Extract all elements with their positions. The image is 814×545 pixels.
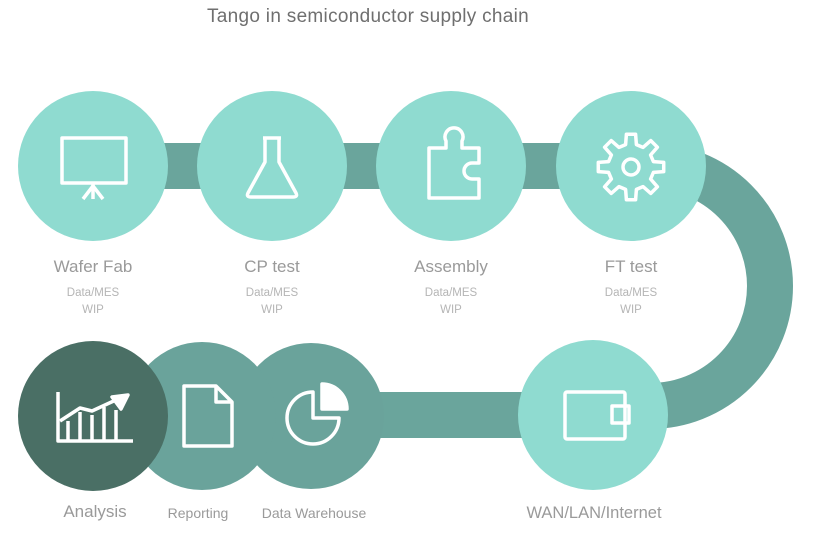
reporting-label: Reporting xyxy=(167,505,229,521)
pie-chart-icon xyxy=(285,382,349,446)
step-wafer-fab xyxy=(18,91,168,241)
step-cp-test xyxy=(197,91,347,241)
data-warehouse-label: Data Warehouse xyxy=(261,505,367,521)
ft-test-sub1: Data/MES xyxy=(604,287,658,299)
reporting-circle xyxy=(128,342,276,490)
wan-lan-internet-label: WAN/LAN/Internet xyxy=(526,504,662,522)
diagram-title: Tango in semiconductor supply chain xyxy=(206,6,530,27)
ft-test-sub2: WIP xyxy=(620,304,642,316)
document-icon xyxy=(182,384,234,448)
assembly-circle xyxy=(376,91,526,241)
bar-chart-trend-icon xyxy=(56,392,133,443)
flask-icon xyxy=(245,136,299,199)
presentation-board-icon xyxy=(60,136,128,201)
step-assembly xyxy=(376,91,526,241)
step-analysis xyxy=(18,341,168,491)
data-warehouse-circle xyxy=(238,343,384,489)
wafer-fab-sub1: Data/MES xyxy=(66,287,120,299)
wallet-icon xyxy=(563,390,631,441)
cp-test-label: CP test xyxy=(244,257,300,276)
assembly-sub1: Data/MES xyxy=(424,287,478,299)
cp-test-sub1: Data/MES xyxy=(245,287,299,299)
assembly-sub2: WIP xyxy=(440,304,462,316)
ft-test-circle xyxy=(556,91,706,241)
wafer-fab-sub2: WIP xyxy=(82,304,104,316)
step-ft-test xyxy=(556,91,706,241)
cp-test-sub2: WIP xyxy=(261,304,283,316)
step-reporting xyxy=(128,342,276,490)
wafer-fab-circle xyxy=(18,91,168,241)
ft-test-label: FT test xyxy=(604,257,658,276)
wafer-fab-label: Wafer Fab xyxy=(53,257,133,276)
wan-circle xyxy=(518,340,668,490)
puzzle-piece-icon xyxy=(427,126,481,200)
step-data-warehouse xyxy=(238,343,384,489)
analysis-label: Analysis xyxy=(63,502,127,521)
step-wan-lan-internet xyxy=(518,340,668,490)
gear-icon xyxy=(596,132,666,202)
assembly-label: Assembly xyxy=(414,257,488,276)
cp-test-circle xyxy=(197,91,347,241)
